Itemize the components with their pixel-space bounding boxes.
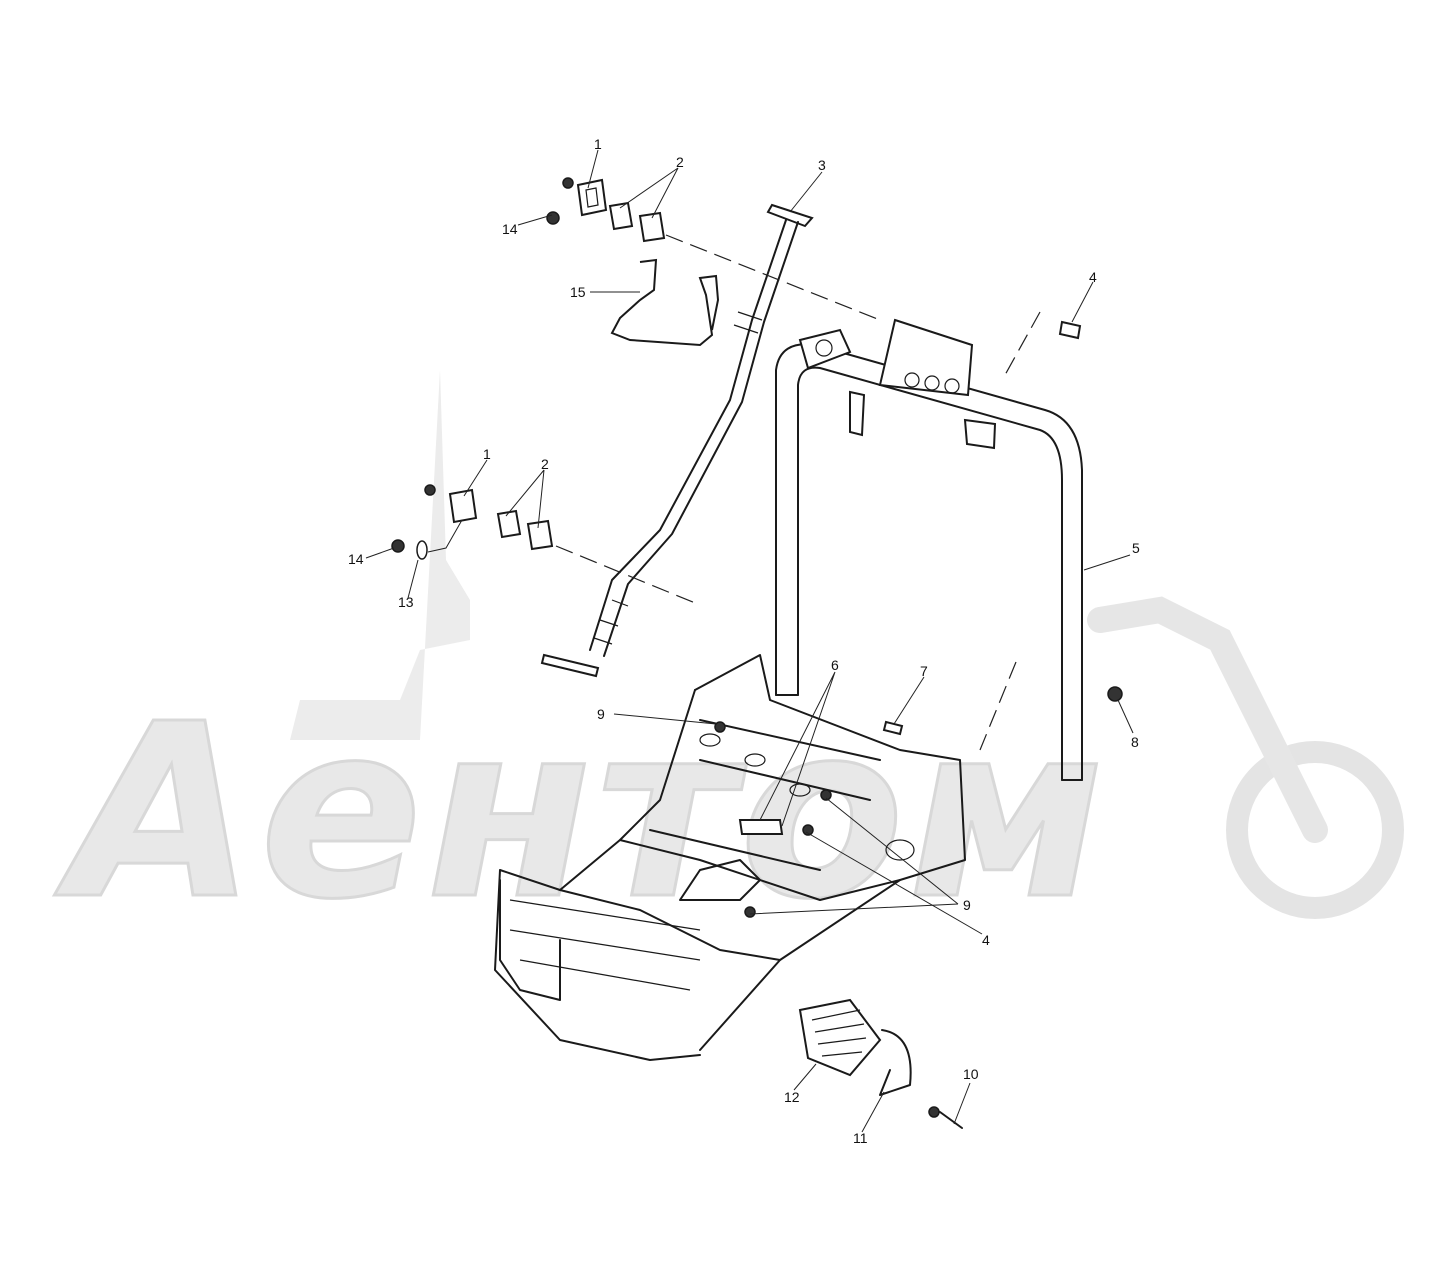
callout-9-lower: 9 — [963, 897, 971, 913]
callout-1-lower: 1 — [483, 446, 491, 462]
chassis-bulkhead — [494, 654, 1123, 1129]
callout-4-lower: 4 — [982, 932, 990, 948]
callout-3: 3 — [818, 157, 826, 173]
callout-7: 7 — [920, 663, 928, 679]
watermark-motorcycle-wheel-icon — [1226, 741, 1404, 919]
callout-6: 6 — [831, 657, 839, 673]
callout-1-upper: 1 — [594, 136, 602, 152]
watermark-spire-icon — [290, 370, 470, 740]
callout-14-upper: 14 — [502, 221, 518, 237]
callout-14-lower: 14 — [348, 551, 364, 567]
watermark-motorcycle-frame-icon — [1087, 596, 1328, 843]
steering-post — [540, 203, 814, 678]
callout-5: 5 — [1132, 540, 1140, 556]
callout-9-upper: 9 — [597, 706, 605, 722]
leader-lines — [365, 149, 1134, 1133]
callout-13: 13 — [398, 594, 414, 610]
callout-8: 8 — [1131, 734, 1139, 750]
upper-clamp-group — [546, 177, 881, 347]
callout-2-upper: 2 — [676, 154, 684, 170]
callout-11: 11 — [853, 1130, 868, 1146]
callouts: 1 2 3 4 14 15 1 2 5 14 13 6 7 9 8 9 4 10… — [348, 136, 1140, 1146]
lower-clamp-group — [391, 484, 701, 606]
callout-12: 12 — [784, 1089, 800, 1105]
callout-15: 15 — [570, 284, 586, 300]
watermark-text: Aeнтом — [54, 672, 1109, 952]
callout-2-lower: 2 — [541, 456, 549, 472]
callout-10: 10 — [963, 1066, 979, 1082]
callout-4-upper: 4 — [1089, 269, 1097, 285]
steering-hoop — [775, 311, 1083, 781]
